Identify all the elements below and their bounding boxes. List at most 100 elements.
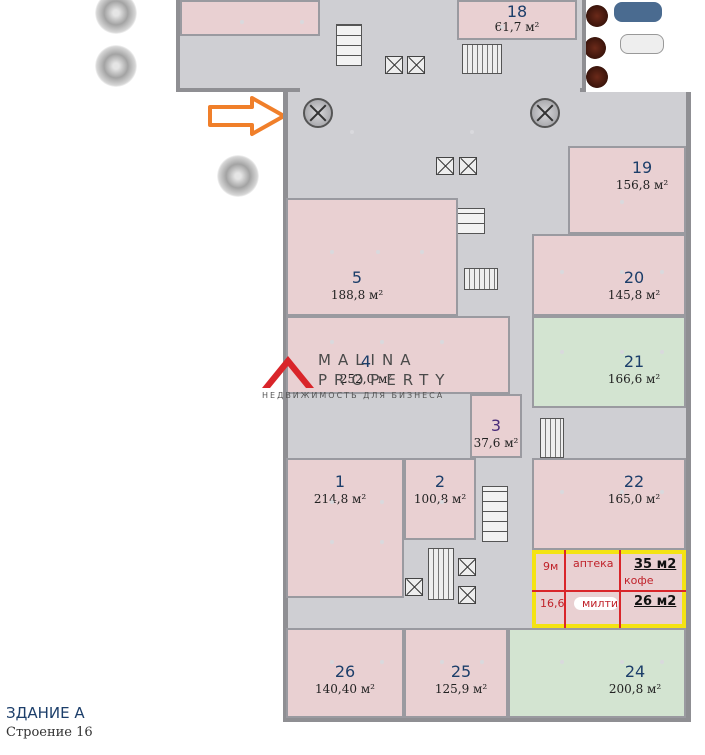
unit-number: 24 — [624, 662, 646, 681]
unit-area: 200,8 м² — [608, 682, 662, 696]
elevator-icon — [385, 56, 403, 74]
unit-1[interactable]: 1 214,8 м² — [286, 458, 404, 598]
shrub-icon — [586, 66, 608, 88]
unit-number: 19 — [631, 158, 653, 177]
column-dot — [376, 250, 380, 254]
column-dot — [620, 270, 624, 274]
column-dot — [330, 250, 334, 254]
car-icon — [614, 2, 662, 22]
unit-5[interactable]: 5 188,8 м² — [286, 198, 458, 316]
unit-number: 25 — [450, 662, 472, 681]
milti-badge — [574, 597, 618, 610]
unit-top-left[interactable] — [180, 0, 320, 36]
elevator-icon — [458, 586, 476, 604]
elevator-icon — [436, 157, 454, 175]
shrub-icon — [584, 37, 606, 59]
unit-area: 61,7 м² — [494, 20, 540, 34]
column-dot — [560, 660, 564, 664]
unit-area: 188,8 м² — [330, 288, 384, 302]
stairs — [540, 418, 564, 458]
unit-area: 140,40 м² — [315, 682, 375, 696]
unit-area: 214,8 м² — [313, 492, 367, 506]
column-dot — [620, 490, 624, 494]
column-dot — [330, 540, 334, 544]
unit-number: 5 — [351, 268, 363, 287]
column-dot — [380, 500, 384, 504]
stair-block — [336, 24, 362, 66]
column-dot — [660, 350, 664, 354]
unit-number: 22 — [623, 472, 645, 491]
column-dot — [350, 130, 354, 134]
partition-line — [564, 550, 566, 630]
column-dot — [380, 660, 384, 664]
column-dot — [620, 660, 624, 664]
column-dot — [440, 660, 444, 664]
partition-line — [619, 550, 621, 630]
unit-number: 4 — [360, 352, 372, 371]
unit-3[interactable]: 3 37,6 м² — [470, 394, 522, 458]
unit-number: 21 — [623, 352, 645, 371]
entrance-arrow-icon — [208, 96, 286, 136]
shrub-icon — [586, 5, 608, 27]
elevator-icon — [405, 578, 423, 596]
column-dot — [660, 660, 664, 664]
unit-number: 20 — [623, 268, 645, 287]
unit-26[interactable]: 26 140,40 м² — [286, 628, 404, 718]
watermark-brand-line1: MALINA — [318, 351, 418, 369]
unit-24[interactable]: 24 200,8 м² — [508, 628, 686, 718]
column-dot — [500, 25, 504, 29]
column-dot — [560, 490, 564, 494]
pharmacy-label: аптека — [573, 557, 614, 570]
unit-area: 165,0 м² — [607, 492, 661, 506]
column-dot — [440, 340, 444, 344]
column-dot — [660, 270, 664, 274]
unit-25[interactable]: 25 125,9 м² — [404, 628, 508, 718]
column-dot — [620, 200, 624, 204]
watermark-brand-line2: PROPERTY — [318, 371, 452, 389]
column-dot — [330, 500, 334, 504]
column-dot — [380, 340, 384, 344]
column-dot — [620, 350, 624, 354]
column-dot — [660, 490, 664, 494]
unit-4[interactable]: 4 252,0 м² — [286, 316, 510, 394]
partition-line — [532, 590, 686, 592]
column-dot — [560, 270, 564, 274]
elevator-icon — [458, 558, 476, 576]
unit-22[interactable]: 22 165,0 м² — [532, 458, 686, 550]
width-label: 9м — [543, 560, 559, 573]
column-dot — [300, 20, 304, 24]
unit-number: 2 — [434, 472, 446, 491]
unit-19[interactable]: 19 156,8 м² — [568, 146, 686, 234]
ventilation-icon — [303, 98, 333, 128]
column-dot — [440, 500, 444, 504]
column-dot — [420, 250, 424, 254]
tree-icon — [95, 0, 137, 34]
elevator-icon — [407, 56, 425, 74]
unit-number: 26 — [334, 662, 356, 681]
unit-area: 166,6 м² — [607, 372, 661, 386]
unit-number: 1 — [334, 472, 346, 491]
coffee-label: кофе — [624, 574, 654, 587]
milti-label: милти — [582, 597, 619, 610]
stairs — [462, 44, 502, 74]
column-dot — [330, 340, 334, 344]
ventilation-icon — [530, 98, 560, 128]
column-dot — [330, 660, 334, 664]
unit-22-subdivision[interactable] — [532, 550, 686, 628]
stair-block — [482, 486, 508, 542]
column-dot — [240, 20, 244, 24]
unit-area: 156,8 м² — [615, 178, 669, 192]
unit-21[interactable]: 21 166,6 м² — [532, 316, 686, 408]
column-dot — [470, 130, 474, 134]
unit-18[interactable]: 18 61,7 м² — [457, 0, 577, 40]
tree-icon — [217, 155, 259, 197]
unit-area: 100,8 м² — [413, 492, 467, 506]
building-title: ЗДАНИЕ А — [6, 704, 85, 722]
column-dot — [380, 540, 384, 544]
stairs — [464, 268, 498, 290]
unit-area: 37,6 м² — [473, 436, 519, 450]
column-dot — [560, 350, 564, 354]
unit-20[interactable]: 20 145,8 м² — [532, 234, 686, 316]
unit-2[interactable]: 2 100,8 м² — [404, 458, 476, 540]
column-dot — [480, 660, 484, 664]
